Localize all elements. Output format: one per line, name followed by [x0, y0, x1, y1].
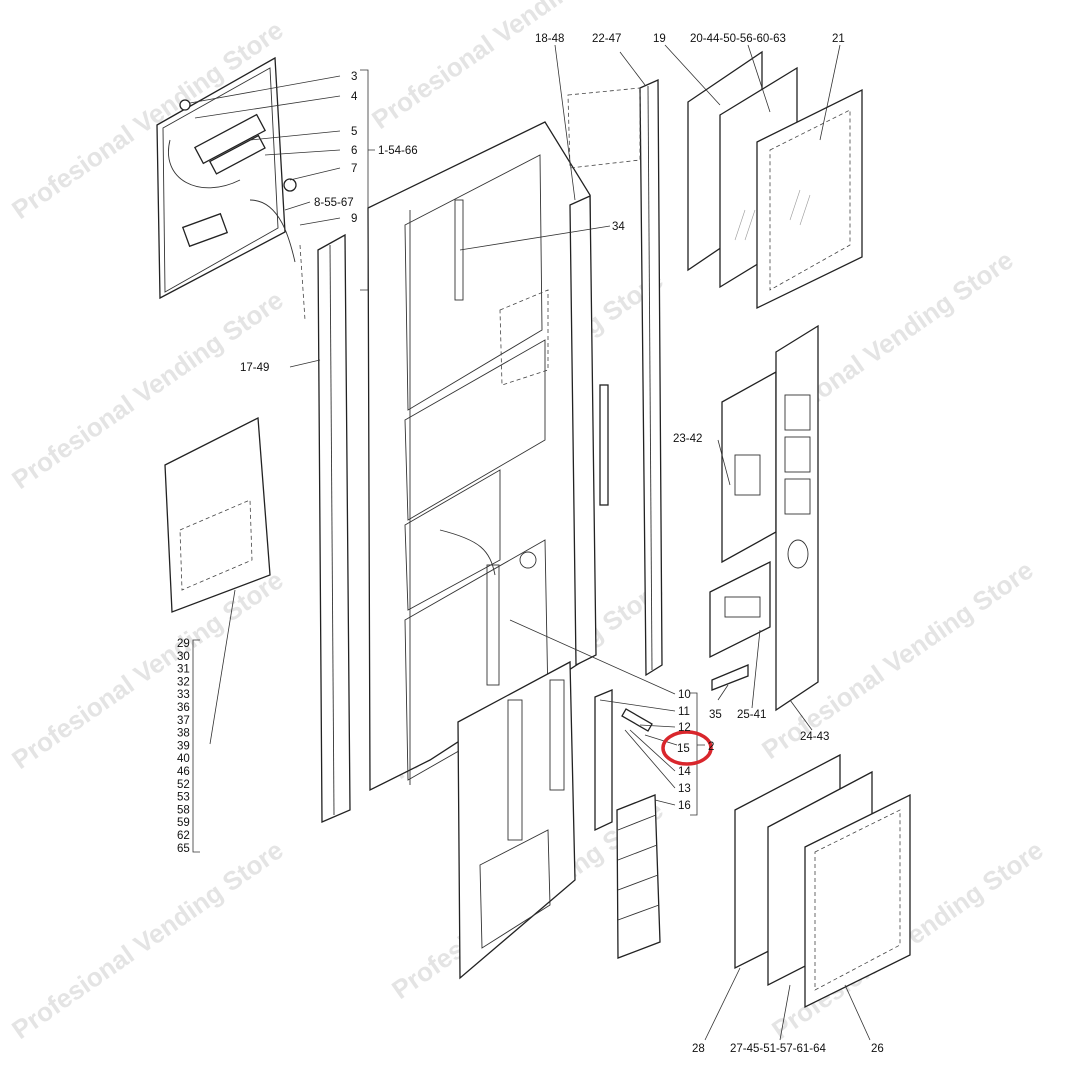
label-16: 16 — [678, 800, 691, 812]
bag-part-number: 30 — [177, 651, 190, 663]
watermark: Profesional Vending Store — [6, 565, 288, 775]
label-8-55-67: 8-55-67 — [314, 197, 354, 209]
label-18-48: 18-48 — [535, 33, 564, 45]
label-14: 14 — [678, 766, 691, 778]
bag-part-number: 37 — [177, 715, 190, 727]
bag-part-number: 39 — [177, 740, 190, 752]
label-12: 12 — [678, 722, 691, 734]
label-28: 28 — [692, 1043, 705, 1055]
label-5: 5 — [351, 126, 357, 138]
door-strips — [567, 79, 663, 677]
label-21: 21 — [832, 33, 845, 45]
bag-part-number: 40 — [177, 753, 190, 765]
watermark: Profesional Vending Store — [6, 835, 288, 1045]
label-10: 10 — [678, 689, 691, 701]
bag-part-number: 52 — [177, 779, 190, 791]
label-2: 2 — [708, 741, 714, 753]
front-decor-panels — [709, 324, 819, 712]
cabinet-frame — [367, 121, 593, 792]
callout-labels: 3 4 5 6 7 8-55-67 9 1-54-66 17-49 18-48 … — [240, 33, 884, 1055]
label-3: 3 — [351, 71, 357, 83]
label-4: 4 — [351, 91, 358, 103]
label-25-41: 25-41 — [737, 709, 766, 721]
bag-part-number: 59 — [177, 817, 190, 829]
bag-part-number: 31 — [177, 664, 190, 676]
label-6: 6 — [351, 145, 357, 157]
lower-door — [457, 660, 661, 980]
bag-part-number: 58 — [177, 804, 190, 816]
top-glass-panels — [687, 50, 863, 310]
bag-part-number: 38 — [177, 728, 190, 740]
label-19: 19 — [653, 33, 666, 45]
label-27-45-51-57-61-64: 27-45-51-57-61-64 — [730, 1043, 827, 1055]
highlight-circle — [661, 730, 713, 766]
bag-part-number: 32 — [177, 676, 190, 688]
bag-part-number: 53 — [177, 792, 190, 804]
label-20-44-50-56-60-63: 20-44-50-56-60-63 — [690, 33, 786, 45]
bag-part-number: 65 — [177, 843, 190, 855]
bag-part-number: 33 — [177, 689, 190, 701]
label-9: 9 — [351, 213, 357, 225]
bottom-glass-panels — [734, 753, 911, 1009]
label-13: 13 — [678, 783, 691, 795]
label-1-54-66: 1-54-66 — [378, 145, 418, 157]
parts-bag — [164, 416, 271, 613]
label-17-49: 17-49 — [240, 362, 269, 374]
label-34: 34 — [612, 221, 625, 233]
side-profile — [317, 233, 351, 823]
label-23-42: 23-42 — [673, 433, 702, 445]
bag-part-number: 46 — [177, 766, 190, 778]
bag-part-number: 36 — [177, 702, 190, 714]
label-26: 26 — [871, 1043, 884, 1055]
label-22-47: 22-47 — [592, 33, 621, 45]
electrical-panel — [156, 56, 306, 321]
bag-part-number: 29 — [177, 638, 190, 650]
bag-part-number: 62 — [177, 830, 190, 842]
label-24-43: 24-43 — [800, 731, 829, 743]
label-7: 7 — [351, 163, 357, 175]
label-15: 15 — [677, 743, 690, 755]
label-11: 11 — [678, 706, 690, 718]
label-35: 35 — [709, 709, 722, 721]
leader-lines — [189, 44, 871, 1041]
watermark: Profesional Vending Store — [366, 0, 648, 135]
